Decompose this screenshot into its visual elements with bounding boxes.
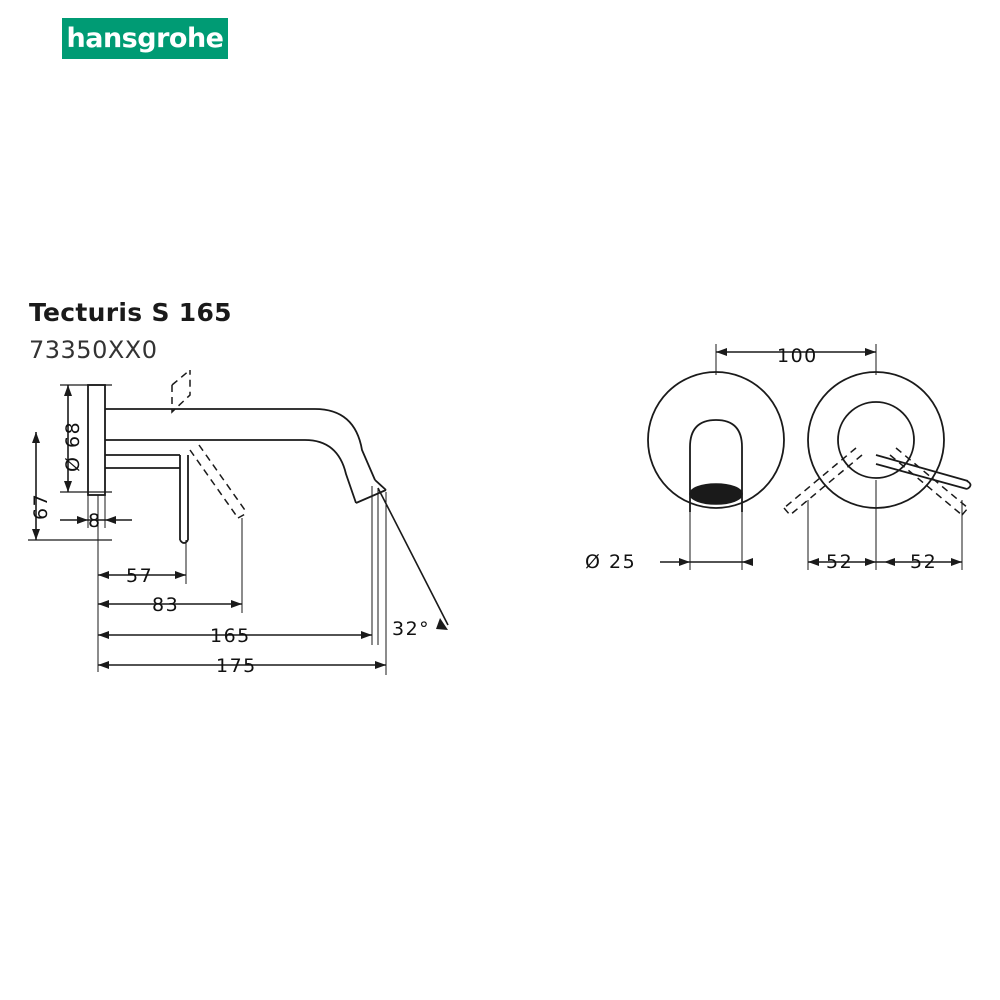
dim-label-height-67: 67 <box>30 492 52 520</box>
dim-outlet-25 <box>660 506 753 570</box>
dim-label-half-52-left: 52 <box>826 551 854 573</box>
side-view-escutcheon <box>87 384 106 496</box>
dim-label-diameter-68: Ø 68 <box>62 420 84 472</box>
dim-label-reach-175: 175 <box>216 655 257 677</box>
product-code: 73350XX0 <box>29 336 158 364</box>
dim-label-outlet-25: Ø 25 <box>585 551 637 573</box>
dim-label-angle-32: 32° <box>392 618 431 640</box>
page-title: Tecturis S 165 <box>29 298 232 327</box>
dim-diameter-68 <box>60 384 112 493</box>
front-view-handle-rosette <box>783 371 972 516</box>
dim-reach-57 <box>97 495 187 672</box>
dim-label-reach-57: 57 <box>126 565 154 587</box>
front-view-spout-rosette <box>647 371 785 512</box>
logo-text: hansgrohe <box>66 23 224 54</box>
dim-label-reach-165: 165 <box>210 625 251 647</box>
dim-spread-100 <box>715 344 877 375</box>
side-view-handle <box>105 454 189 544</box>
dim-reach-175 <box>98 492 387 675</box>
dim-depth-8 <box>60 385 132 528</box>
dim-angle-32 <box>377 487 449 645</box>
dim-half-52-left <box>807 480 877 570</box>
dim-half-52-right <box>876 500 963 570</box>
side-view-spout <box>105 408 387 504</box>
dim-reach-83 <box>98 518 243 613</box>
dim-label-depth-8: 8 <box>88 510 102 532</box>
dim-label-reach-83: 83 <box>152 594 180 616</box>
dim-label-spread-100: 100 <box>777 345 818 367</box>
dim-label-half-52-right: 52 <box>910 551 938 573</box>
side-view-handle-dashed <box>171 369 248 519</box>
hansgrohe-logo: hansgrohe <box>62 18 228 59</box>
dim-reach-165 <box>98 486 373 645</box>
